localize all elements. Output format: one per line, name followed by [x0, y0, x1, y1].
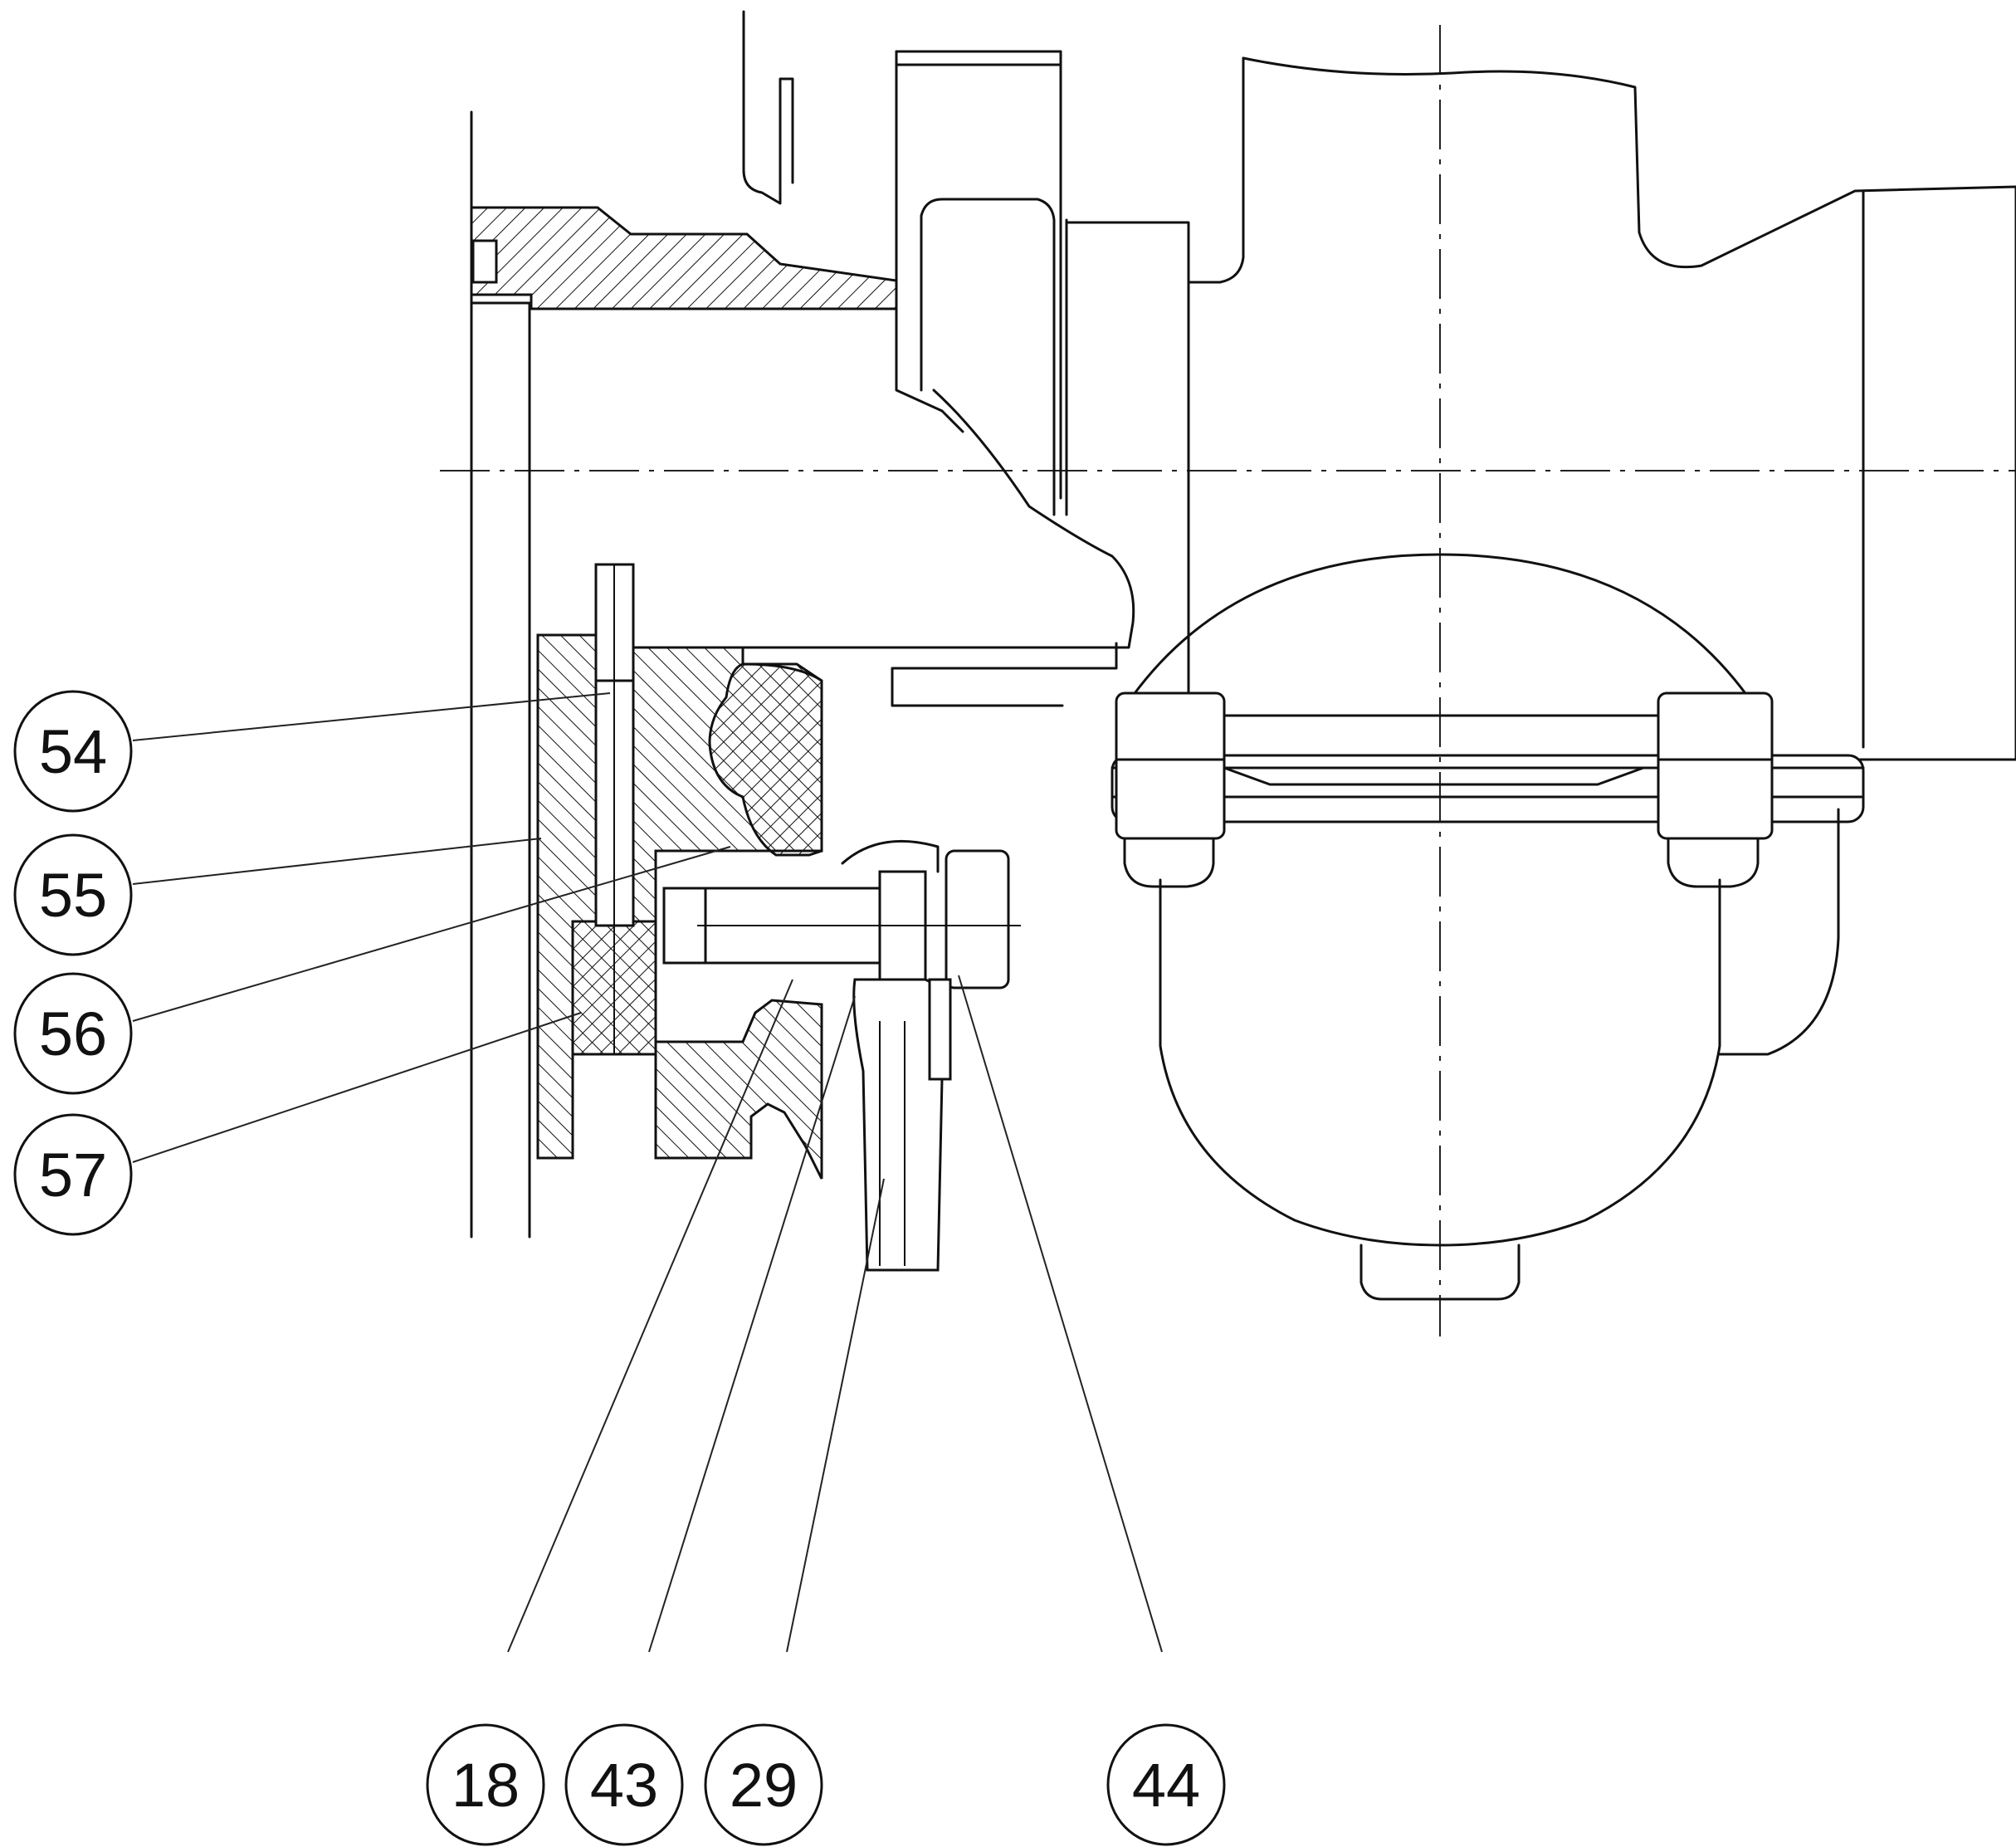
main-housing: [1187, 56, 2016, 761]
spherical-tank: [1131, 553, 1840, 1301]
callout-label-29: 29: [730, 1751, 798, 1820]
flange-band: [1111, 691, 1865, 888]
callout-label-56: 56: [39, 999, 107, 1068]
center-lines: [440, 25, 2016, 1336]
callout-label-57: 57: [39, 1141, 107, 1209]
support-rib: [625, 388, 1135, 707]
callout-18: 18: [426, 1723, 545, 1846]
callout-57: 57: [13, 1113, 133, 1236]
callout-44: 44: [1106, 1723, 1226, 1846]
lower-bracket-section: [536, 563, 1021, 1180]
callout-56: 56: [13, 972, 133, 1095]
callout-label-44: 44: [1132, 1751, 1200, 1820]
lever-link: [852, 978, 952, 1272]
callout-55: 55: [13, 833, 133, 956]
callout-label-43: 43: [590, 1751, 658, 1820]
leader-lines: [132, 692, 1163, 1653]
upper-cover-section: [470, 10, 898, 310]
callout-54: 54: [13, 690, 133, 813]
upper-column: [895, 50, 1190, 765]
callout-label-18: 18: [452, 1751, 520, 1820]
callout-29: 29: [704, 1723, 823, 1846]
callout-label-54: 54: [39, 717, 107, 786]
callout-label-55: 55: [39, 861, 107, 930]
callout-43: 43: [564, 1723, 684, 1846]
